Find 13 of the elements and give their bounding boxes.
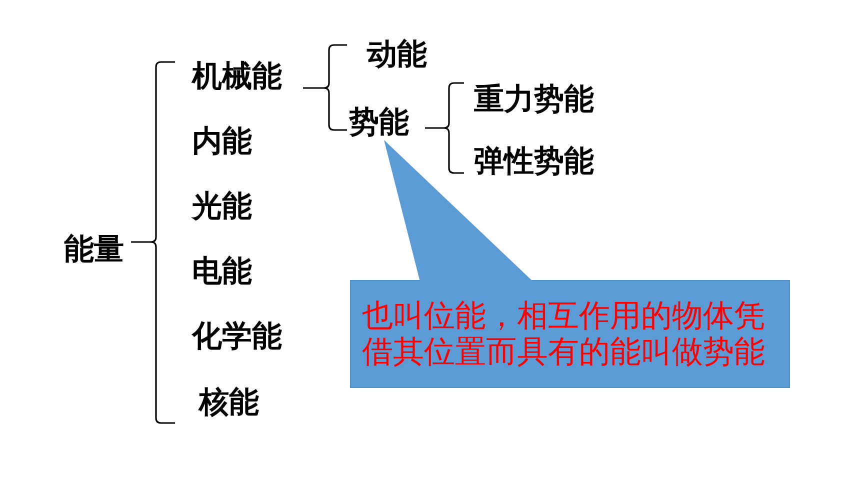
curly-brace	[302, 44, 348, 131]
term-label: 电能	[192, 256, 252, 288]
term-label: 光能	[192, 191, 252, 223]
callout-pointer	[384, 140, 533, 282]
term-label: 动能	[367, 39, 427, 71]
term-label: 化学能	[192, 321, 282, 353]
term-label: 重力势能	[474, 84, 594, 116]
term-label: 势能	[349, 107, 409, 139]
term-label: 内能	[192, 126, 252, 158]
term-label: 能量	[64, 234, 124, 266]
term-label: 机械能	[192, 61, 282, 93]
term-label: 核能	[199, 387, 259, 419]
term-label: 弹性势能	[474, 146, 594, 178]
